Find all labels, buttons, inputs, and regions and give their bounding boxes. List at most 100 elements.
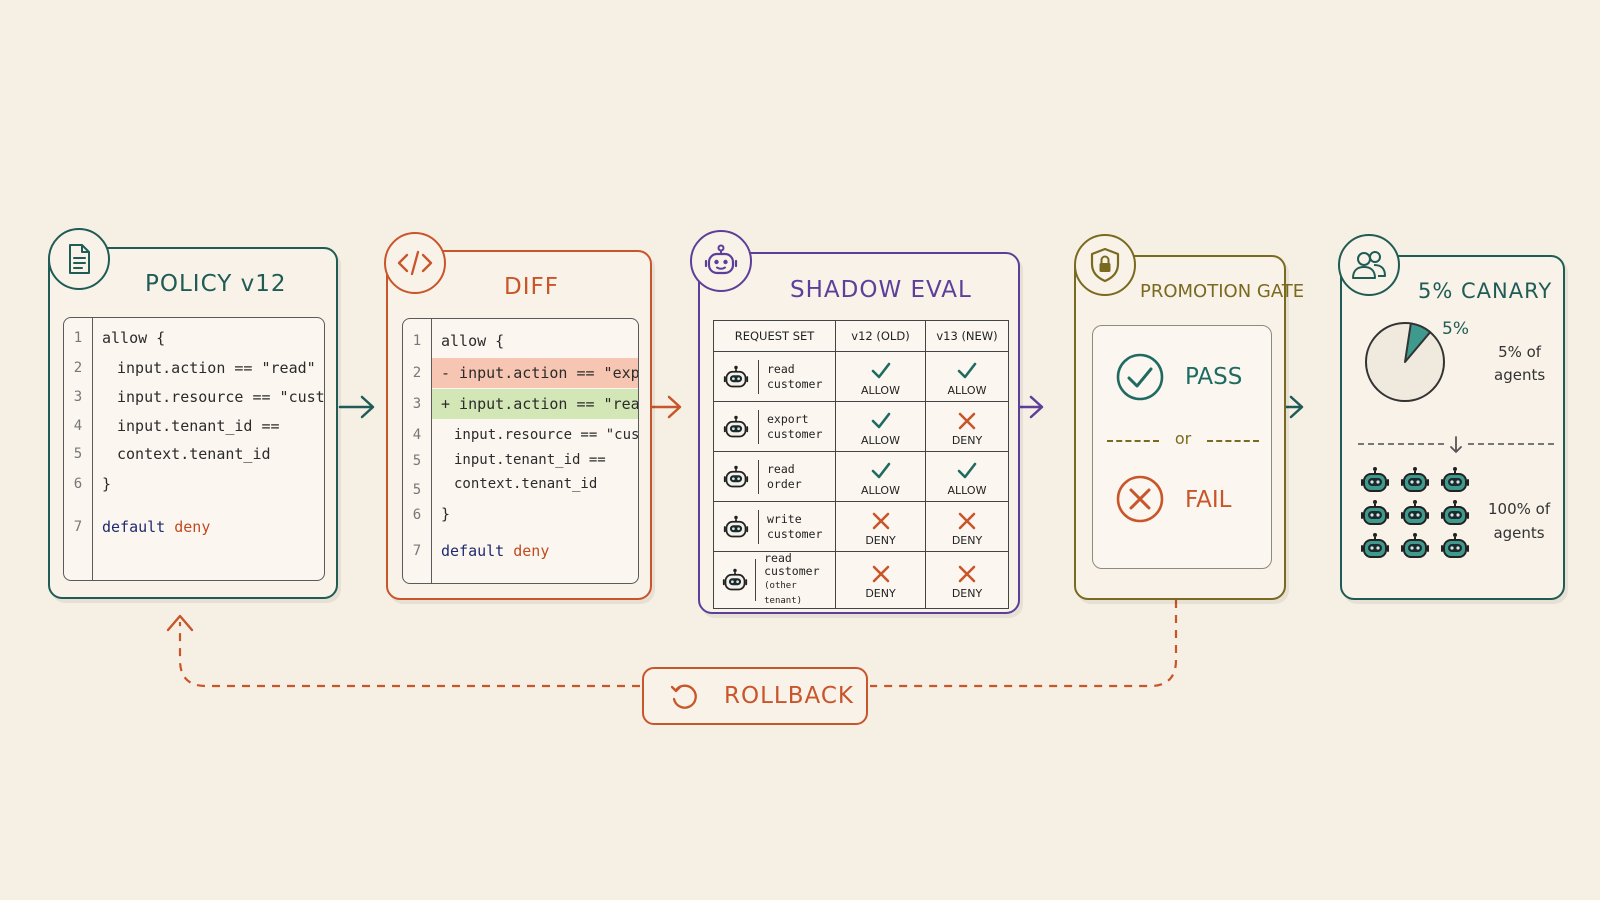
column-header-v13: v13 (NEW) [925, 320, 1009, 352]
rollback-label: ROLLBACK [724, 683, 854, 709]
code-line-default: default deny [102, 518, 210, 536]
line-gutter [64, 318, 93, 580]
check-icon [956, 362, 978, 384]
request-action: read [767, 361, 795, 376]
x-icon [956, 565, 978, 587]
keyword-deny: deny [513, 542, 550, 560]
v13-result-cell: DENY [925, 501, 1009, 552]
line-gutter [403, 319, 432, 583]
canary-share-line-2: agents [1494, 366, 1546, 384]
x-icon [956, 412, 978, 434]
column-header-request-set: REQUEST SET [713, 320, 836, 352]
robot-icon [714, 409, 759, 444]
verdict-label: ALLOW [861, 433, 900, 447]
code-line: input.action == "read" [117, 359, 316, 377]
x-circle-icon [1116, 475, 1164, 523]
x-icon [956, 512, 978, 534]
line-number: 1 [73, 330, 83, 346]
fleet-share-line-2: agents [1493, 524, 1545, 542]
check-icon [870, 412, 892, 434]
line-number: 7 [73, 519, 83, 535]
code-line: context.tenant_id [454, 476, 598, 492]
shadow-eval-title: SHADOW EVAL [790, 277, 972, 303]
divider-line-right [1207, 440, 1259, 442]
pie-percent-label: 5% [1442, 319, 1469, 339]
diff-removed-highlight [432, 358, 638, 388]
canary-share-line-1: 5% of [1498, 343, 1542, 361]
verdict-label: DENY [951, 533, 983, 547]
fleet-share-text: 100% of agents [1488, 497, 1550, 545]
request-resource: customer [767, 376, 823, 391]
divider-line-left [1358, 443, 1444, 445]
code-line-removed: - input.action == "export" [441, 364, 639, 382]
agent-robot-icon [1400, 465, 1430, 499]
check-icon [956, 462, 978, 484]
request-action: export [767, 411, 809, 426]
line-number: 5 [412, 453, 422, 469]
code-line-added: + input.action == "read" [441, 395, 639, 413]
table-header-row: REQUEST SET v12 (OLD) v13 (NEW) [713, 320, 1009, 352]
agent-robot-icon [1440, 498, 1470, 532]
request-action: read [767, 461, 795, 476]
code-line: input.tenant_id == [454, 452, 606, 468]
line-number: 1 [412, 333, 422, 349]
request-action: write [767, 511, 802, 526]
column-header-v12: v12 (OLD) [835, 320, 926, 352]
v13-result-cell: DENY [925, 401, 1009, 452]
line-number: 4 [73, 418, 83, 434]
agent-robot-icon [1360, 498, 1390, 532]
check-icon [870, 462, 892, 484]
robot-icon [714, 459, 759, 494]
policy-badge [48, 228, 110, 290]
code-line: input.resource == "customer" [454, 427, 639, 443]
request-resource: order [767, 476, 802, 491]
robot-icon [714, 509, 759, 544]
document-icon [69, 244, 90, 274]
check-circle-icon [1116, 353, 1164, 401]
or-label: or [1174, 429, 1192, 448]
divider-line-left [1107, 440, 1159, 442]
verdict-label: DENY [951, 433, 983, 447]
shadow-eval-card: SHADOW EVAL REQUEST SET v12 (OLD) v13 (N… [698, 252, 1020, 614]
diff-added-highlight [432, 389, 638, 419]
promotion-gate-badge [1074, 234, 1136, 296]
line-number: 7 [412, 543, 422, 559]
keyword-deny: deny [174, 518, 211, 536]
x-icon [870, 512, 892, 534]
rollback-button[interactable]: ROLLBACK [642, 667, 868, 725]
rotate-icon [670, 684, 697, 709]
canary-badge [1338, 234, 1400, 296]
robot-icon [714, 359, 759, 394]
code-line: } [102, 475, 112, 493]
canary-divider [1358, 435, 1554, 455]
shield-lock-icon [1090, 247, 1120, 283]
diff-title: DIFF [504, 274, 559, 300]
request-qualifier: (other tenant) [764, 581, 803, 606]
verdict-label: ALLOW [947, 483, 987, 497]
line-number: 3 [412, 396, 422, 412]
arrow-policy-to-diff [338, 395, 375, 419]
request-action: read [764, 551, 792, 565]
keyword-default: default [441, 542, 505, 560]
line-number: 5 [412, 482, 422, 498]
gate-decision-panel: PASS or FAIL [1092, 325, 1272, 569]
diff-card: DIFF 1 allow { 2 - input.action == "expo… [386, 250, 652, 600]
users-icon [1352, 251, 1386, 279]
verdict-label: ALLOW [861, 483, 900, 497]
agent-robot-icon [1400, 531, 1430, 565]
code-line: input.tenant_id == [117, 417, 280, 435]
shadow-eval-badge [690, 230, 752, 292]
v12-result-cell: ALLOW [835, 401, 926, 452]
fail-label: FAIL [1185, 487, 1232, 513]
line-number: 6 [73, 476, 83, 492]
v12-result-cell: ALLOW [835, 451, 926, 502]
line-number: 6 [412, 507, 422, 523]
canary-title: 5% CANARY [1418, 279, 1553, 303]
code-line: context.tenant_id [117, 445, 271, 463]
v12-result-cell: ALLOW [835, 351, 926, 402]
agent-robot-icon [1440, 465, 1470, 499]
